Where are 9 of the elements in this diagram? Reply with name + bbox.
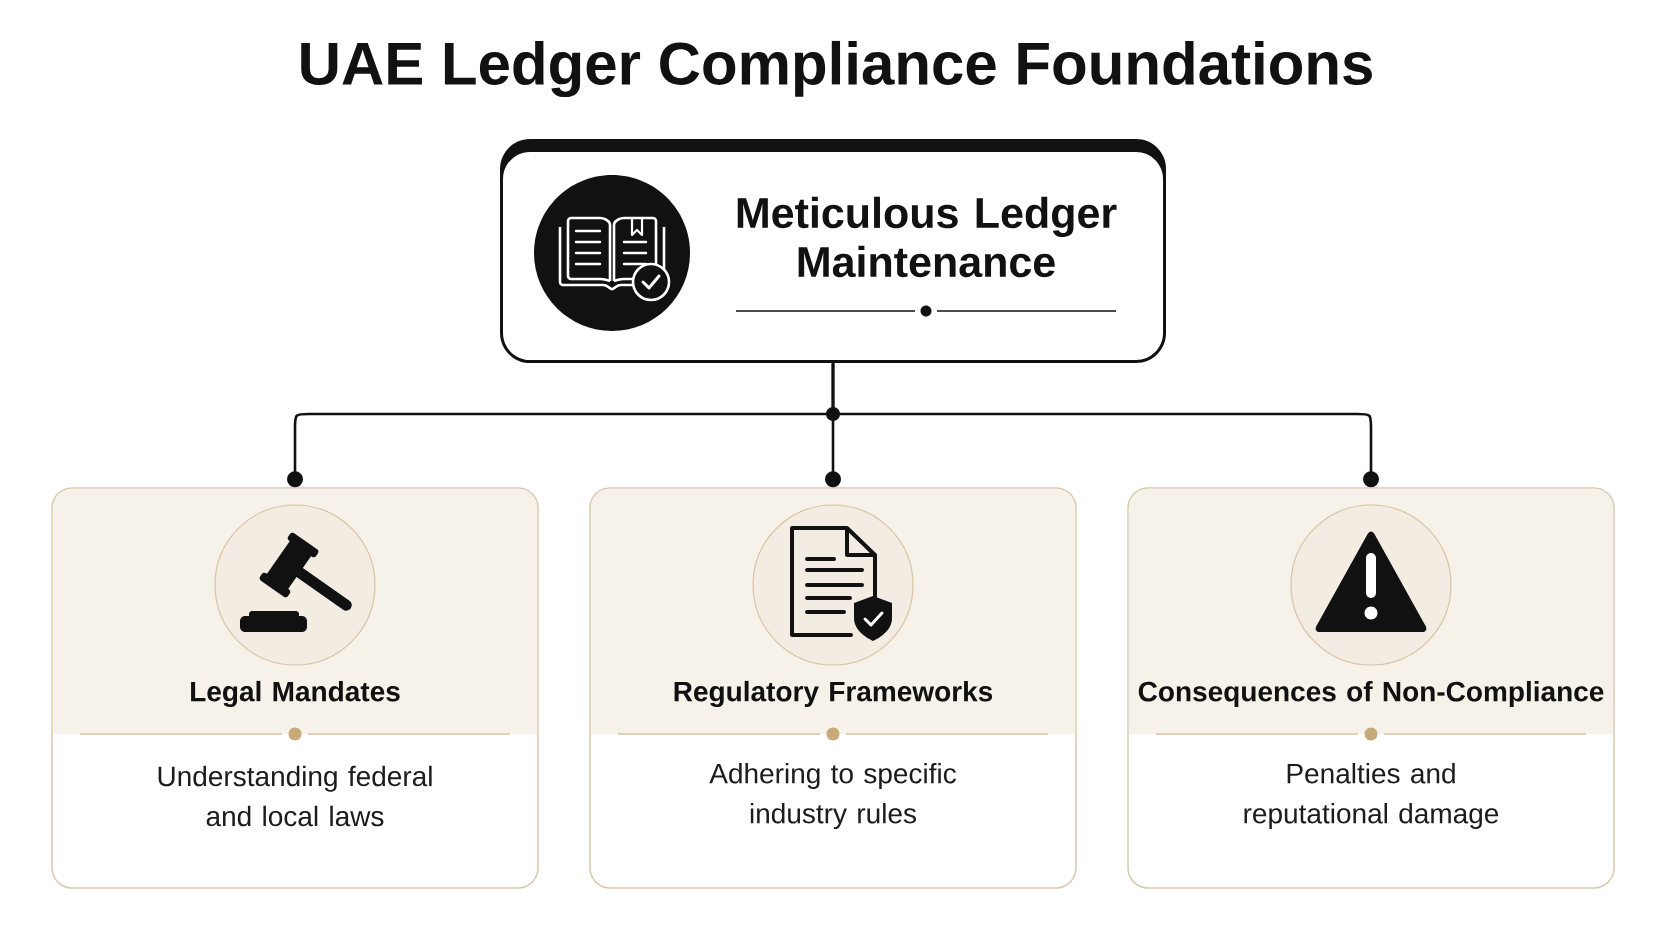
- connector: [831, 363, 1379, 488]
- diagram-title: UAE Ledger Compliance Foundations: [301, 40, 1372, 98]
- card-description: Understanding federal and local laws: [158, 765, 432, 827]
- card-heading: Legal Mandates: [191, 680, 400, 708]
- card-description: Penalties and reputational damage: [1244, 762, 1499, 830]
- card-heading: Consequences of Non-Compliance: [1138, 680, 1604, 708]
- box-title: Meticulous Ledger Maintenance: [737, 196, 1117, 278]
- card-heading: Regulatory Frameworks: [674, 680, 993, 708]
- card-description: Adhering to specific industry rules: [709, 762, 956, 830]
